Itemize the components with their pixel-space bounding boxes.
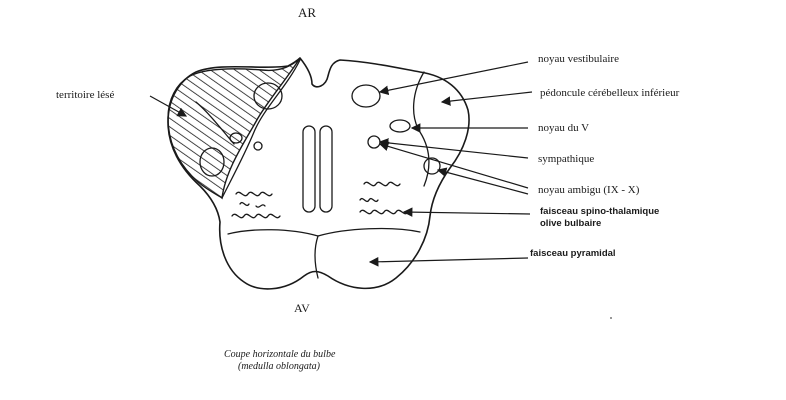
peduncle-boundary	[414, 72, 429, 186]
olive-left	[232, 192, 280, 217]
caption-line-1: Coupe horizontale du bulbe	[224, 349, 336, 360]
vestibular-nucleus	[352, 85, 380, 107]
label-territoire: territoire lésé	[56, 89, 114, 101]
speck	[610, 317, 612, 319]
medial-lemniscus-left	[303, 126, 315, 212]
label-olive: olive bulbaire	[540, 218, 601, 229]
nucleus-ambiguus	[424, 158, 440, 174]
arrow-pedoncule	[442, 92, 532, 102]
pyramid-right-top	[318, 229, 420, 236]
label-ar: AR	[298, 5, 316, 20]
arrow-spino	[404, 212, 530, 214]
arrow-pyramidal	[370, 258, 528, 262]
label-noyau-ambigu: noyau ambigu (IX - X)	[538, 184, 640, 196]
caption-line-2: (medulla oblongata)	[238, 361, 321, 372]
label-pyramidal: faisceau pyramidal	[530, 248, 616, 259]
label-noyau-v: noyau du V	[538, 122, 589, 134]
medial-lemniscus-right	[320, 126, 332, 212]
label-spino-thalamique: faisceau spino-thalamique	[540, 206, 659, 217]
sympathetic-nucleus	[368, 136, 380, 148]
label-sympathique: sympathique	[538, 153, 594, 165]
label-av: AV	[294, 301, 310, 315]
label-noyau-vestibulaire: noyau vestibulaire	[538, 53, 619, 65]
lesion-territory	[168, 58, 300, 198]
label-pedoncule: pédoncule cérébelleux inférieur	[540, 87, 680, 99]
lesion-small-circle-2	[254, 142, 262, 150]
olive-right	[360, 182, 408, 213]
arrow-ambigu-2	[438, 170, 528, 194]
trigeminal-nucleus	[390, 120, 410, 132]
pyramid-left-top	[228, 230, 318, 236]
